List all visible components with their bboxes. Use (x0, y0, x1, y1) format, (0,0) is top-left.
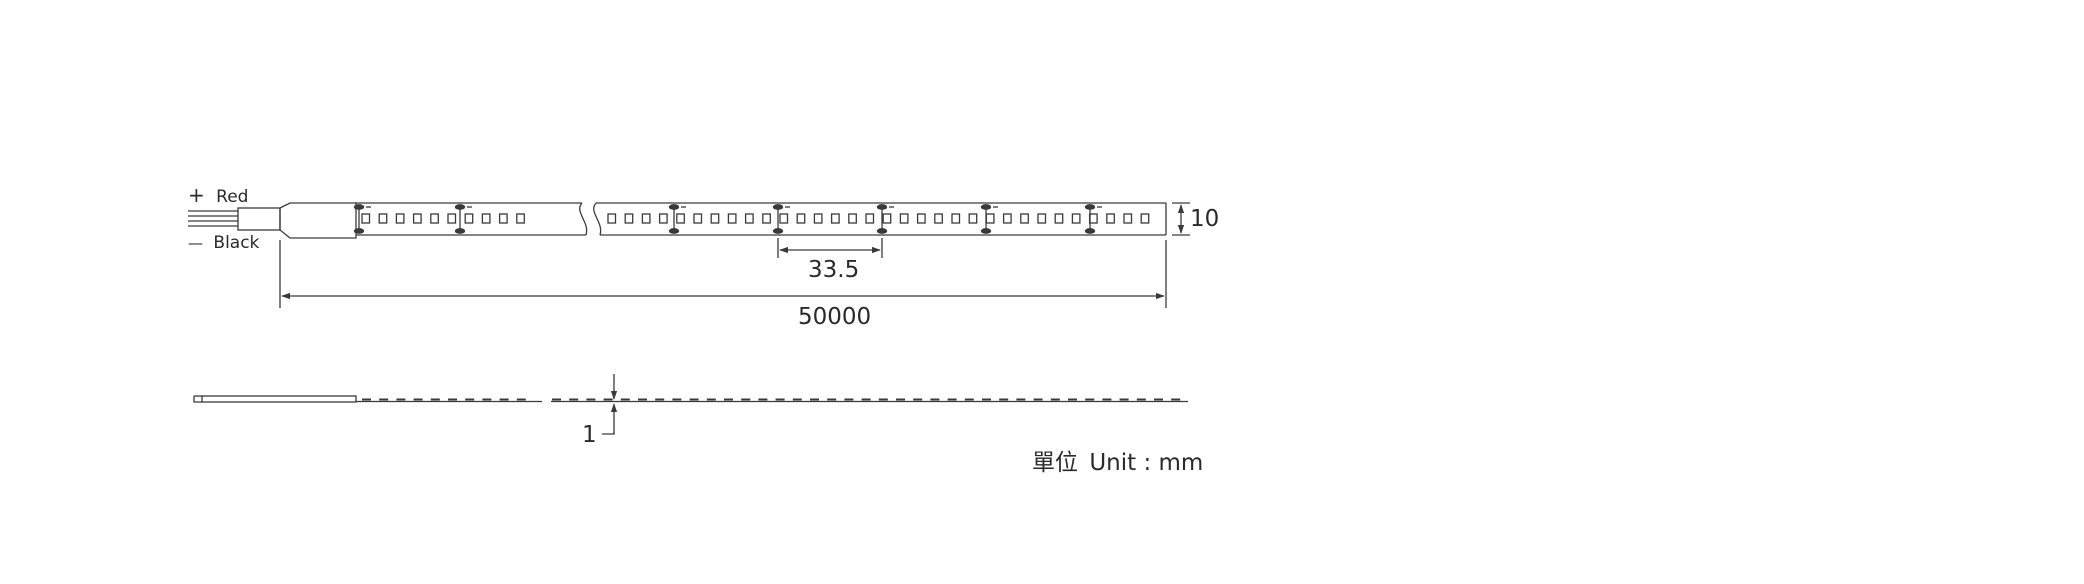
led-chip (1054, 213, 1064, 224)
led-chip (1106, 213, 1115, 224)
led-chip (607, 213, 617, 224)
led-chip (762, 213, 771, 224)
led-chip (516, 213, 525, 224)
led-chip (1071, 213, 1081, 224)
red-label: Red (216, 187, 249, 207)
led-chip (968, 213, 978, 224)
solder-pad (454, 204, 466, 210)
unit-label: Unit : mm (1089, 450, 1204, 476)
led-chip (676, 213, 685, 224)
led-chip (934, 213, 943, 224)
solder-pad (353, 204, 365, 210)
led-chip (796, 213, 806, 224)
led-chip (848, 213, 857, 224)
cut-pads (353, 204, 1102, 234)
plus-icon: + (188, 183, 205, 207)
led-chip (1020, 213, 1029, 224)
solder-pad (668, 204, 680, 210)
thickness-value: 1 (582, 422, 597, 448)
solder-pad (980, 228, 992, 234)
solder-pad (668, 228, 680, 234)
solder-pad (1084, 204, 1096, 210)
solder-pad (1084, 228, 1096, 234)
dimension-lines (279, 202, 1190, 308)
led-chip (481, 213, 491, 224)
led-chip (985, 213, 995, 224)
led-chip (412, 213, 422, 224)
total-length-value: 50000 (798, 304, 872, 330)
led-chip (1123, 213, 1133, 224)
cut-unit-value: 33.5 (808, 257, 860, 283)
led-chip (916, 213, 926, 224)
solder-pad (353, 228, 365, 234)
led-chip (624, 213, 634, 224)
top-view (188, 202, 1167, 239)
led-chip (899, 213, 909, 224)
solder-pad (772, 204, 784, 210)
led-chip (1002, 213, 1012, 224)
led-chip (464, 213, 474, 224)
led-chip (727, 213, 737, 224)
led-chip (378, 213, 388, 224)
led-chip (830, 213, 840, 224)
led-chip (882, 213, 892, 224)
solder-pad (454, 228, 466, 234)
unit-cjk-label: 單位 (1032, 450, 1078, 476)
solder-pad (772, 228, 784, 234)
led-chip (813, 213, 823, 224)
led-chip (951, 213, 961, 224)
solder-pad (980, 204, 992, 210)
led-chip (779, 213, 789, 224)
led-chip (1088, 213, 1098, 224)
led-chip (865, 213, 875, 224)
led-chip (361, 213, 371, 224)
led-chip (641, 213, 651, 224)
led-chip (658, 213, 668, 224)
led-chips (361, 213, 1150, 224)
connector-housing (279, 202, 357, 239)
led-chip (498, 213, 508, 224)
led-chip (430, 213, 439, 224)
side-view (193, 374, 1188, 435)
led-chip (693, 213, 703, 224)
positive-wire-label: + Red (188, 185, 248, 206)
negative-wire-label: — Black (188, 235, 259, 252)
led-chip (447, 213, 457, 224)
led-chip (744, 213, 754, 224)
solder-pad (876, 204, 888, 210)
black-label: Black (213, 233, 260, 253)
led-chip (1140, 213, 1150, 224)
width-value: 10 (1190, 206, 1220, 232)
led-chip (1037, 213, 1047, 224)
led-chip (395, 213, 405, 224)
minus-icon: — (188, 234, 203, 252)
led-chip (710, 213, 720, 224)
wire-leads (188, 207, 281, 231)
solder-pad (876, 228, 888, 234)
strip-body (356, 202, 1167, 236)
unit-note: 單位 Unit : mm (1032, 452, 1203, 475)
